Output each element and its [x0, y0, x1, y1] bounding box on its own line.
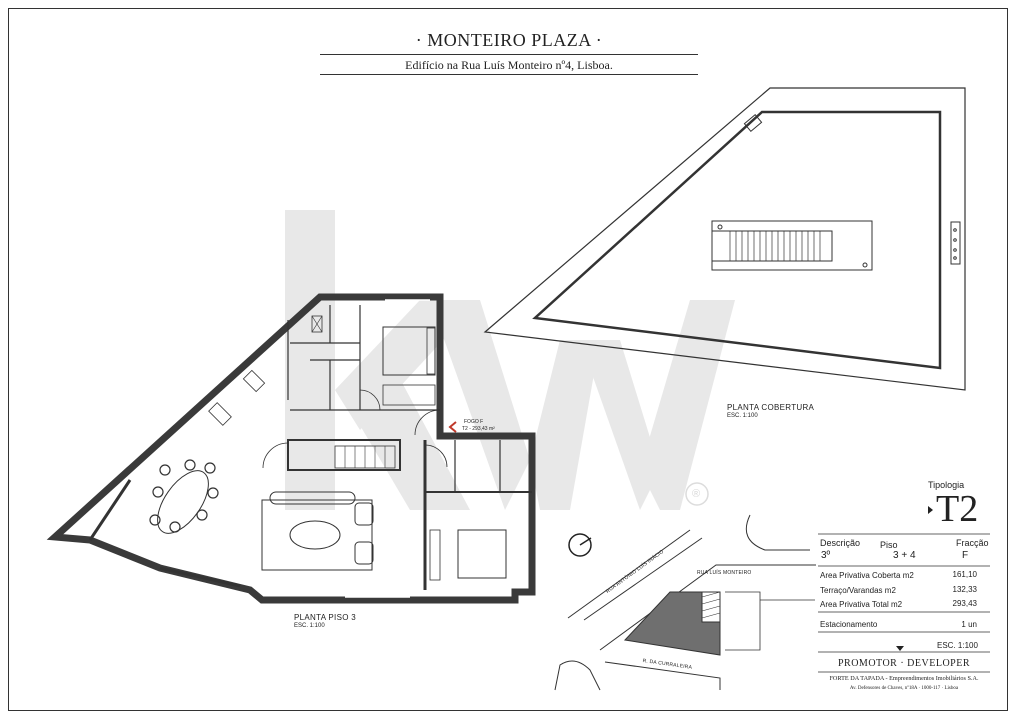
area-row-label: Terraço/Varandas m2: [820, 586, 896, 595]
value-fraccao: F: [962, 550, 969, 561]
header-descricao: Descrição: [820, 538, 861, 548]
page-subtitle: Edifício na Rua Luís Monteiro nº4, Lisbo…: [405, 58, 613, 72]
area-row-value: 293,43: [952, 599, 977, 608]
value-descricao: 3º: [821, 550, 831, 561]
unit-marker-icon: [448, 421, 457, 433]
area-row-label: Area Privativa Total m2: [820, 600, 903, 609]
typology-value: T2: [936, 488, 979, 530]
company-name: FORTE DA TAPADA - Empreendimentos Imobil…: [829, 675, 979, 682]
unit-tag-line2: T2 - 293,43 m²: [462, 426, 495, 432]
subtitle-rule: [320, 74, 698, 75]
title-block-scale: ESC. 1:100: [937, 641, 978, 650]
kw-watermark: [285, 210, 735, 510]
floor-plan: [46, 293, 536, 604]
scale-arrow-icon: [896, 646, 904, 651]
area-row-label: Area Privativa Coberta m2: [820, 571, 914, 580]
compass-icon: [568, 533, 592, 557]
company-address: Av. Defensores de Chaves, nº18A · 1000-1…: [849, 686, 959, 691]
header-fraccao: Fracção: [956, 538, 989, 548]
parking-value: 1 un: [961, 620, 977, 629]
floor-plan-label: PLANTA PISO 3: [294, 613, 356, 622]
floor-plan-scale: ESC. 1:100: [294, 623, 325, 629]
roof-plan-label: PLANTA COBERTURA: [727, 403, 815, 412]
typology-arrow-icon: [928, 506, 933, 514]
title-block-lines: [818, 533, 990, 673]
roof-plan: [483, 87, 966, 391]
parking-label: Estacionamento: [820, 620, 878, 629]
area-row-value: 161,10: [952, 570, 977, 579]
registered-symbol: ®: [692, 488, 701, 500]
registered-mark-icon: [685, 482, 709, 506]
drawing-frame: [8, 8, 1008, 711]
unit-tag-line1: FOGO F: [464, 419, 484, 425]
roof-plan-scale: ESC. 1:100: [727, 413, 758, 419]
title-rule: [320, 54, 698, 55]
typology-label: Tipologia: [928, 480, 965, 490]
area-row-value: 132,33: [952, 585, 977, 594]
page-title: · MONTEIRO PLAZA ·: [415, 30, 603, 50]
value-piso: 3 + 4: [893, 550, 916, 561]
street-label-luis-monteiro: RUA LUÍS MONTEIRO: [697, 570, 752, 576]
header-piso: Piso: [880, 540, 898, 550]
location-map: [554, 514, 816, 691]
promoter-label: PROMOTOR · DEVELOPER: [837, 658, 971, 669]
